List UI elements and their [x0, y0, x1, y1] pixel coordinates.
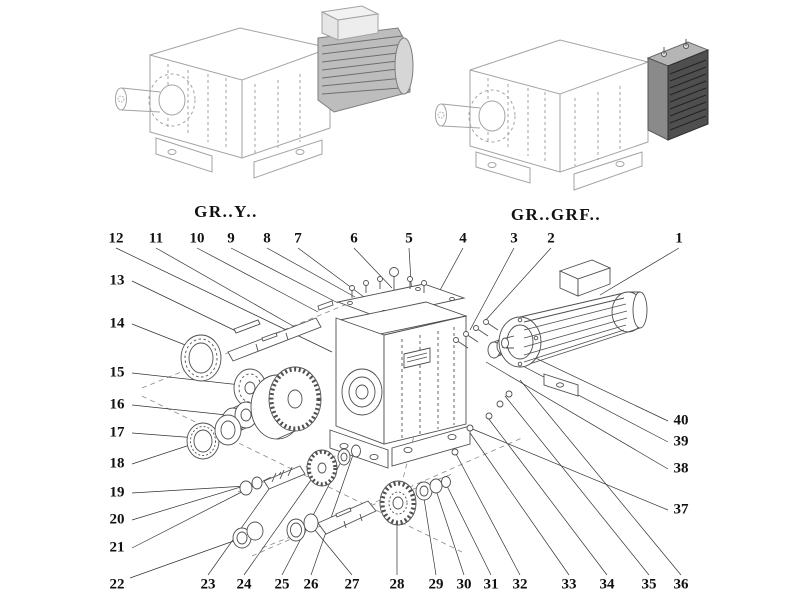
bearings — [186, 414, 242, 460]
callout-15: 15 — [109, 364, 125, 381]
machine-drawing-gr-grf — [435, 39, 710, 191]
variant-label-gr-grf: GR..GRF.. — [510, 205, 602, 224]
callout-11: 11 — [148, 230, 164, 247]
callout-26: 26 — [303, 576, 319, 593]
callout-6: 6 — [350, 230, 358, 247]
big-gear — [250, 366, 322, 440]
callout-14: 14 — [109, 315, 125, 332]
callout-39: 39 — [673, 433, 689, 450]
callout-20: 20 — [109, 511, 125, 528]
callout-19: 19 — [109, 484, 125, 501]
callout-36: 36 — [673, 576, 689, 593]
callout-32: 32 — [512, 576, 528, 593]
callout-29: 29 — [428, 576, 444, 593]
callout-33: 33 — [561, 576, 577, 593]
intermediate-shaft-cluster — [239, 444, 361, 496]
callout-16: 16 — [109, 396, 125, 413]
input-shaft-cluster — [227, 300, 334, 362]
exploded-motor — [498, 259, 648, 397]
callout-10: 10 — [189, 230, 205, 247]
callout-5: 5 — [405, 230, 413, 247]
callout-28: 28 — [389, 576, 405, 593]
callout-22: 22 — [109, 576, 125, 593]
callout-23: 23 — [200, 576, 216, 593]
callout-13: 13 — [109, 272, 125, 289]
callout-18: 18 — [109, 455, 125, 472]
callout-34: 34 — [599, 576, 615, 593]
output-shaft-cluster — [232, 476, 451, 549]
callout-37: 37 — [673, 501, 689, 518]
callout-7: 7 — [294, 230, 302, 247]
callout-25: 25 — [274, 576, 290, 593]
exploded-view — [180, 259, 648, 549]
callout-27: 27 — [344, 576, 360, 593]
callout-31: 31 — [483, 576, 499, 593]
callout-40: 40 — [673, 412, 689, 429]
callout-38: 38 — [673, 460, 689, 477]
callout-21: 21 — [109, 539, 125, 556]
callout-9: 9 — [227, 230, 235, 247]
variant-label-gr-y: GR..Y.. — [194, 202, 258, 221]
callout-30: 30 — [456, 576, 472, 593]
callout-12: 12 — [108, 230, 124, 247]
callout-4: 4 — [459, 230, 467, 247]
machine-drawing-gr-y — [115, 5, 414, 179]
exploded-housing — [329, 301, 474, 469]
callout-2: 2 — [547, 230, 555, 247]
callout-8: 8 — [263, 230, 271, 247]
leader-lines — [115, 247, 682, 579]
callout-35: 35 — [641, 576, 657, 593]
cover-screws — [349, 267, 427, 298]
seal-ring — [180, 334, 222, 382]
callout-24: 24 — [236, 576, 252, 593]
callout-1: 1 — [675, 230, 683, 247]
callout-17: 17 — [109, 424, 125, 441]
callout-3: 3 — [510, 230, 518, 247]
